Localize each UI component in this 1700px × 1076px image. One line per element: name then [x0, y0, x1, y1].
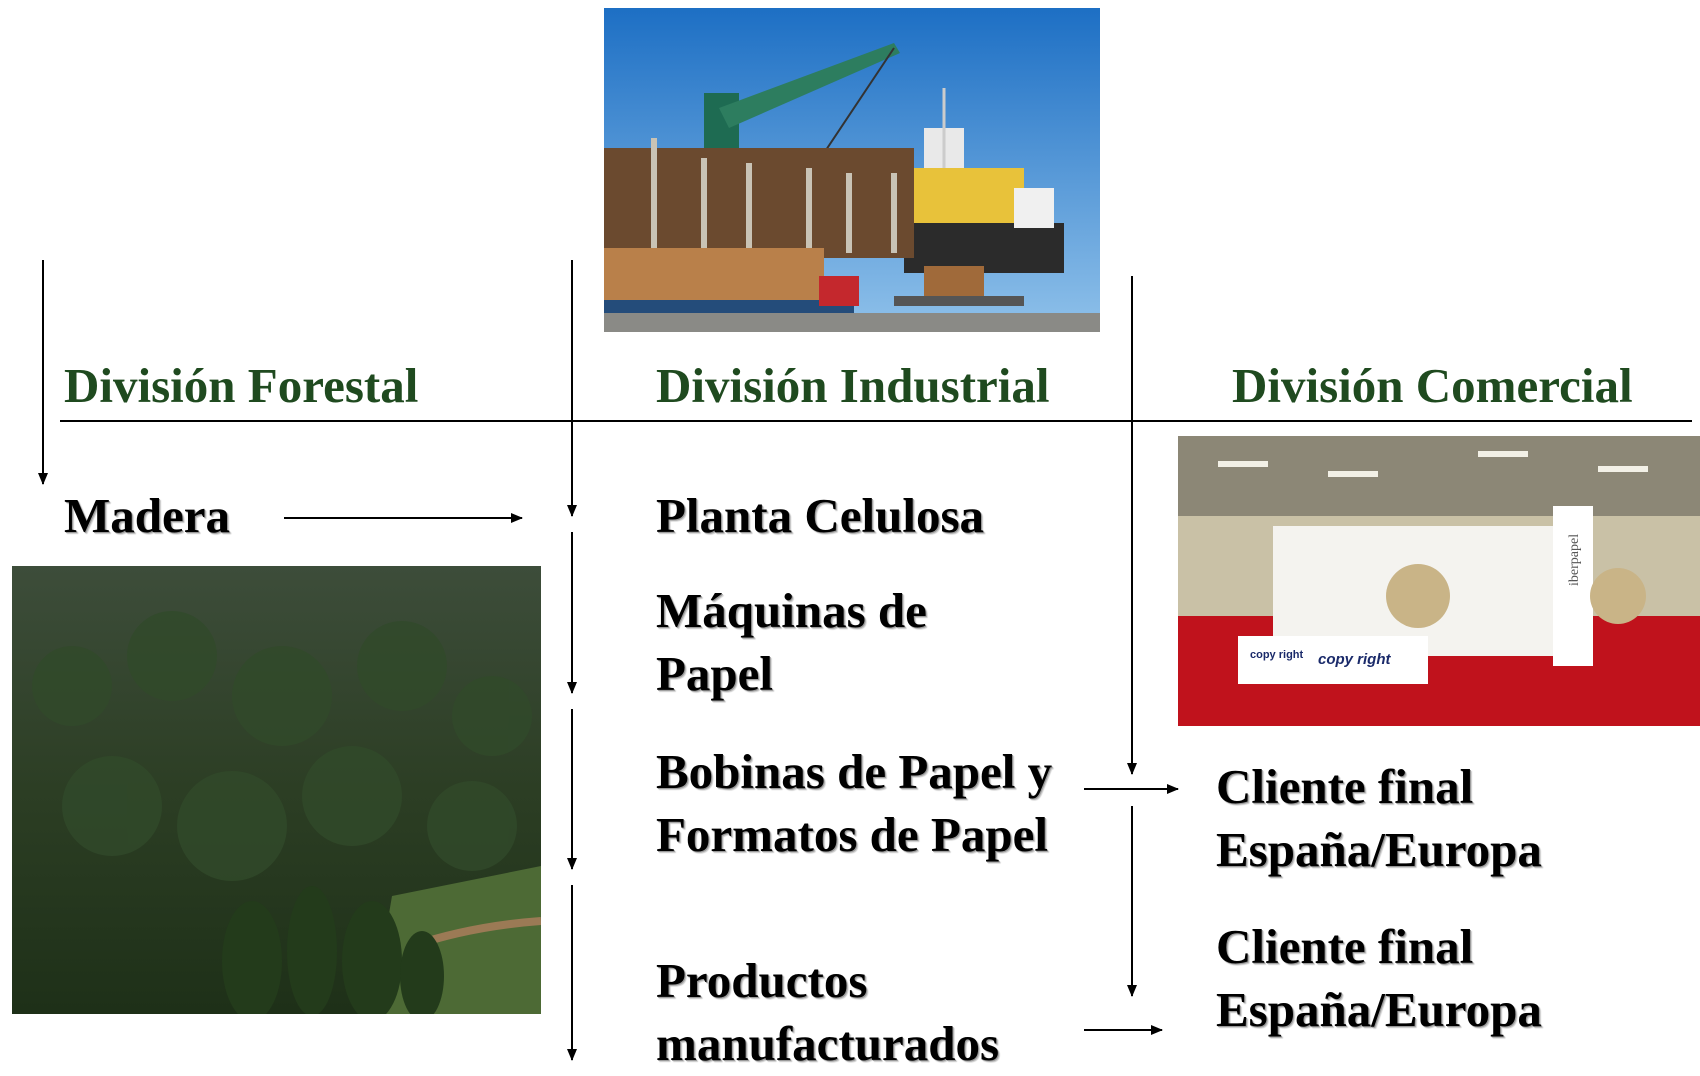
ship-photo [604, 8, 1100, 332]
label-maquinas-line1: Máquinas de [656, 583, 927, 638]
heading-division-industrial: División Industrial [656, 358, 1050, 413]
label-madera: Madera [64, 488, 230, 543]
heading-division-forestal: División Forestal [64, 358, 419, 413]
forest-photo [12, 566, 541, 1014]
ship-loading-logs-icon [604, 8, 1100, 332]
label-cliente2-line1: Cliente final [1216, 919, 1474, 974]
stand-brand: iberpapel [1567, 534, 1582, 586]
label-bobinas-line1: Bobinas de Papel y [656, 744, 1053, 799]
label-cliente1-line2: España/Europa [1216, 822, 1542, 877]
trade-fair-stand-icon: copy right copy right iberpapel [1178, 436, 1700, 726]
heading-division-comercial: División Comercial [1232, 358, 1633, 413]
trade-fair-photo: copy right copy right iberpapel [1178, 436, 1700, 726]
label-maquinas-line2: Papel [656, 646, 774, 701]
label-cliente1-line1: Cliente final [1216, 759, 1474, 814]
eucalyptus-forest-icon [12, 566, 541, 1014]
label-productos-line1: Productos [656, 953, 868, 1008]
label-bobinas-line2: Formatos de Papel [656, 807, 1048, 862]
stand-sign-1: copy right [1250, 649, 1304, 661]
label-planta-celulosa: Planta Celulosa [656, 488, 985, 543]
stand-sign-2: copy right [1318, 651, 1392, 668]
label-cliente2-line2: España/Europa [1216, 982, 1542, 1037]
